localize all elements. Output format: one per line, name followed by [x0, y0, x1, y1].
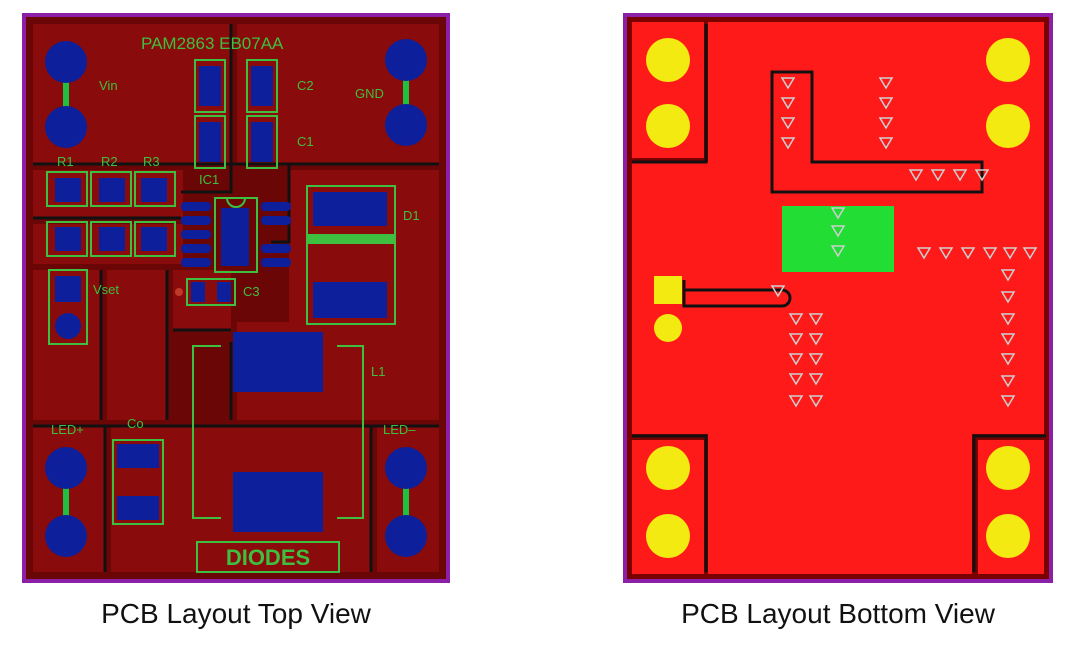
- inductor-l1-footprint: [192, 332, 364, 532]
- label-vset: Vset: [93, 282, 119, 297]
- trace-gaps: [33, 24, 439, 572]
- label-vin: Vin: [99, 78, 118, 93]
- ic1-footprint: [181, 197, 291, 273]
- resistor-pads-row2: [46, 221, 176, 257]
- caption-bottom-view: PCB Layout Bottom View: [681, 598, 995, 629]
- label-gnd: GND: [355, 86, 384, 101]
- vias: [770, 77, 1038, 408]
- terminal-led-plus: [45, 447, 87, 557]
- capacitor-c1-footprint: [194, 115, 278, 169]
- pcb-bottom-view-graphic: [623, 13, 1053, 583]
- terminal-led-minus: [385, 447, 427, 557]
- capacitor-co-footprint: [112, 439, 164, 525]
- label-d1: D1: [403, 208, 420, 223]
- label-c1: C1: [297, 134, 314, 149]
- logo-text: DIODES: [226, 545, 310, 570]
- pcb-bottom-view: [622, 12, 1054, 584]
- pcb-top-view: PAM2863 EB07AA Vin GND C2 C1 R1 R2 R3 IC…: [21, 12, 451, 584]
- label-c3: C3: [243, 284, 260, 299]
- diodes-logo: DIODES: [196, 541, 340, 573]
- capacitor-c2-footprint: [194, 59, 278, 113]
- terminal-gnd: [385, 39, 427, 146]
- label-r3: R3: [143, 154, 160, 169]
- label-r2: R2: [101, 154, 118, 169]
- label-r1: R1: [57, 154, 74, 169]
- label-c2: C2: [297, 78, 314, 93]
- label-l1: L1: [371, 364, 385, 379]
- vset-connector: [48, 269, 88, 345]
- terminal-vin: [45, 41, 87, 148]
- label-led-plus: LED+: [51, 422, 84, 437]
- resistor-pads-row1: [46, 171, 176, 207]
- pcb-top-view-graphic: PAM2863 EB07AA Vin GND C2 C1 R1 R2 R3 IC…: [22, 13, 450, 583]
- label-led-minus: LED–: [383, 422, 416, 437]
- thermal-pad: [782, 206, 894, 272]
- caption-top-view: PCB Layout Top View: [101, 598, 371, 629]
- board-title-text: PAM2863 EB07AA: [141, 34, 284, 53]
- label-co: Co: [127, 416, 144, 431]
- diode-d1-footprint: [306, 185, 396, 325]
- bottom-copper-main: [632, 22, 1044, 574]
- mounting-pads: [646, 38, 1030, 558]
- label-ic1: IC1: [199, 172, 219, 187]
- capacitor-c3-footprint: [175, 278, 236, 306]
- trace-gaps: [632, 24, 1046, 572]
